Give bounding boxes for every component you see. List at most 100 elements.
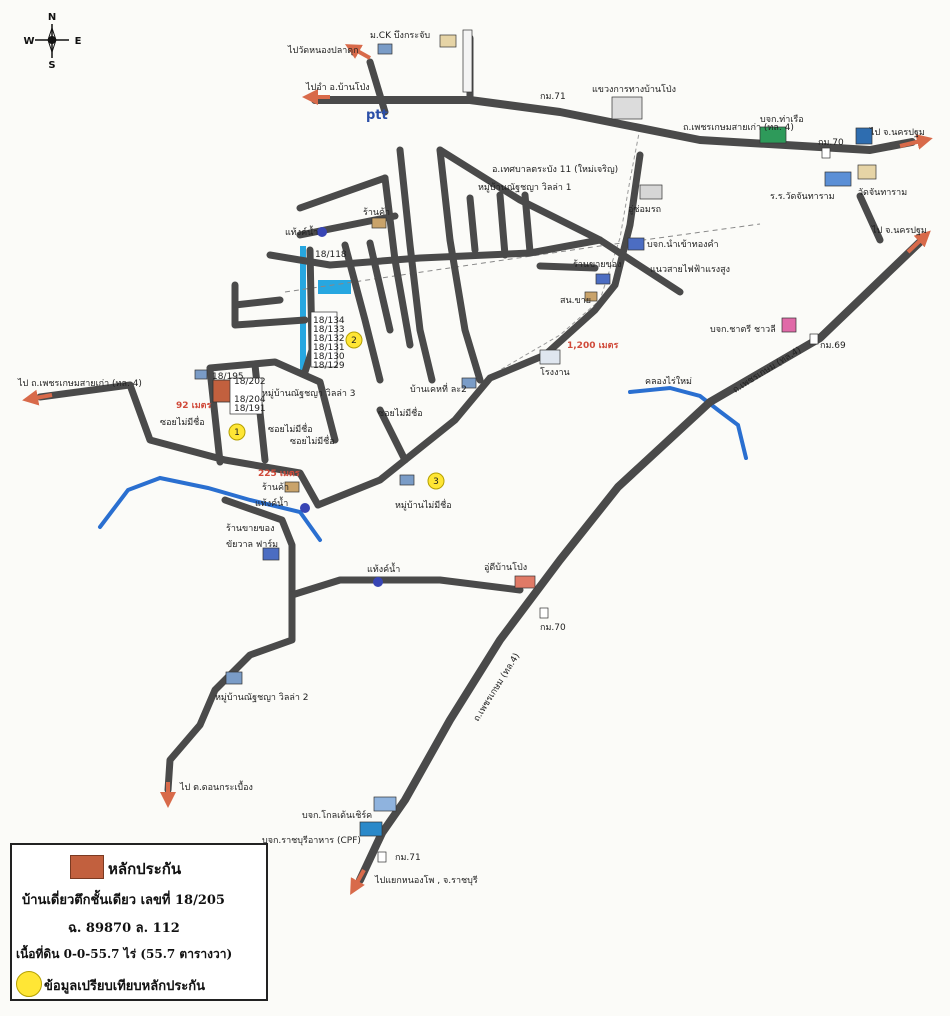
label-water-tank-3: แท้งค์น้ำ	[367, 562, 400, 575]
power-line	[284, 223, 761, 293]
label-dist-92: 92 เมตร	[176, 401, 212, 411]
label-grocery-2: ร้านขายของ	[226, 523, 274, 534]
label-to-old-road4: ไป ถ.เพชรเกษมสายเก่า (ทล. 4)	[17, 378, 142, 389]
comparison-marker-3	[427, 472, 445, 490]
label-grocery-1: ร้านขายของ	[573, 259, 621, 270]
km-post-icon	[821, 147, 831, 159]
label-canal: คลองไร่ใหม่	[645, 376, 692, 387]
label-lot-18132: 18/132	[313, 334, 345, 344]
compass-north: N	[48, 12, 56, 23]
house-icon	[461, 377, 477, 389]
label-lot-18133: 18/133	[313, 325, 345, 335]
label-garage: อู่ซ่อมรถ	[628, 205, 661, 215]
comparison-markers: 1 2 3	[228, 331, 445, 490]
km-post-icon	[539, 607, 549, 619]
label-school: ร.ร.วัดจันทาราม	[770, 192, 835, 202]
comparison-marker-3-label: 3	[433, 477, 439, 487]
label-dist-225: 225 เมตร	[258, 469, 300, 479]
label-road4-right: ถ.เพชรเกษม (ทล.4)	[731, 345, 803, 395]
compass-east: E	[75, 36, 82, 47]
lot-boxes	[229, 311, 338, 415]
temple-icon	[439, 34, 457, 48]
factory-icon	[759, 126, 787, 144]
legend-deed: ฉ. 89870 ล. 112	[68, 921, 180, 936]
path-1200m	[499, 127, 641, 371]
label-lot-18134: 18/134	[313, 316, 345, 326]
label-soi-unnamed-2: ซอยไม่มีชื่อ	[268, 422, 313, 435]
label-to-wat: ไปวัดหนองปลาดุก	[287, 45, 359, 56]
label-to-banpong: ไปอำ อ.บ้านโป่ง	[305, 82, 370, 93]
map-labels: ม.CK บึงกระจับ ไปวัดหนองปลาดุก ไปอำ อ.บ้…	[17, 30, 927, 886]
label-village-unnamed: หมู่บ้านไม่มีชื่อ	[395, 498, 452, 511]
label-road4-bottom: ถ.เพชรเกษม (ทล.4)	[472, 652, 522, 724]
shop-icon	[262, 547, 280, 561]
label-garage-banpong: อู่ดีบ้านโป่ง	[484, 562, 527, 573]
label-to-ratchaburi: ไปแยกหนองโพ , จ.ราชบุรี	[374, 875, 478, 886]
water-tank-icon	[300, 503, 310, 513]
plot-block	[318, 280, 351, 294]
legend-comparison-swatch	[16, 971, 42, 997]
office-building-icon	[611, 96, 643, 120]
collateral-marker	[212, 379, 232, 403]
label-company-top: บจก.ท่าเรือ	[760, 114, 804, 125]
label-lot-18204: 18/204	[234, 395, 266, 405]
label-village-villa3: หมู่บ้านณัฐชญา วิลล่า 3	[262, 388, 356, 399]
label-to-don-krabueang: ไป ต.ดอนกระเบื้อง	[179, 780, 253, 793]
river-west	[98, 475, 322, 542]
water-tank-icon	[317, 227, 327, 237]
label-km70-bottom: กม.70	[540, 623, 566, 633]
comparison-marker-1-label: 1	[234, 428, 240, 438]
map-legend: หลักประกัน บ้านเดี่ยวตึกชั้นเดียว เลขที่…	[10, 843, 268, 1001]
water-tank-icon	[373, 577, 383, 587]
label-soi-unnamed-4: ซอยไม่มีชื่อ	[378, 406, 423, 419]
label-soi-unnamed-3: ซอยไม่มีชื่อ	[290, 434, 335, 447]
km-post-icon	[809, 333, 819, 345]
ptt-station: ptt	[366, 108, 388, 123]
compass-south: S	[48, 60, 55, 71]
label-lot-18129: 18/129	[313, 361, 345, 371]
comparison-marker-2	[345, 331, 363, 349]
comparison-marker-2-label: 2	[351, 336, 357, 346]
label-lot-18195: 18/195	[212, 372, 244, 382]
landmarks: ptt	[194, 29, 877, 863]
label-km71-bottom: กม.71	[395, 853, 421, 863]
label-ban-khet: บ้านเคหที่ ละ2	[410, 382, 467, 395]
compass-west: W	[23, 36, 34, 47]
label-dist-1200: 1,200 เมตร	[567, 341, 618, 351]
label-power-line: แนวสายไฟฟ้าแรงสูง	[650, 264, 730, 275]
company-icon	[627, 237, 645, 251]
legend-house: บ้านเดี่ยวตึกชั้นเดียว เลขที่ 18/205	[22, 893, 225, 908]
label-water-tank-2: แท้งค์น้ำ	[255, 496, 288, 509]
shop-icon	[595, 273, 611, 285]
label-lot-18191: 18/191	[234, 404, 266, 414]
car-icon	[514, 575, 536, 589]
label-to-nakhon-pathom-2: ไป จ.นครปฐม	[871, 225, 927, 236]
school-icon	[824, 171, 852, 187]
label-lot-18202: 18/202	[234, 377, 266, 387]
office-icon	[584, 291, 598, 302]
label-farm: ขัยวาล ฟาร์ม	[226, 538, 278, 550]
house-icon	[377, 43, 393, 55]
label-lot-18130: 18/130	[313, 352, 345, 362]
label-company-right: บจก.ชาตรี ชาวลี	[710, 324, 776, 335]
label-village-villa1: หมู่บ้านณัฐชญา วิลล่า 1	[478, 182, 572, 193]
label-water-tank-1: แท้งค์น้ำ	[285, 225, 318, 238]
legend-area: เนื้อที่ดิน 0-0-55.7 ไร่ (55.7 ตารางวา)	[16, 947, 233, 961]
shop-icon	[284, 481, 300, 493]
label-soi-unnamed-1: ซอยไม่มีชื่อ	[160, 415, 205, 428]
label-company-mid: บจก.นำเข้าทองคำ	[647, 239, 719, 250]
km-post-icon	[377, 851, 387, 863]
factory-icon	[539, 349, 561, 365]
garage-icon	[639, 184, 663, 200]
house-icon	[194, 369, 208, 380]
label-km71-top: กม.71	[540, 92, 566, 102]
label-km69: กม.69	[820, 341, 846, 351]
comparison-marker-1	[228, 423, 246, 441]
label-road4-top: ถ.เพชรเกษมสายเก่า (ทล. 4)	[683, 123, 794, 133]
compass-rose: N S W E	[23, 12, 81, 71]
temple-icon	[857, 164, 877, 180]
company-icon	[781, 317, 797, 333]
road-phetkasem-4	[356, 238, 924, 884]
label-mck: ม.CK บึงกระจับ	[370, 30, 430, 41]
